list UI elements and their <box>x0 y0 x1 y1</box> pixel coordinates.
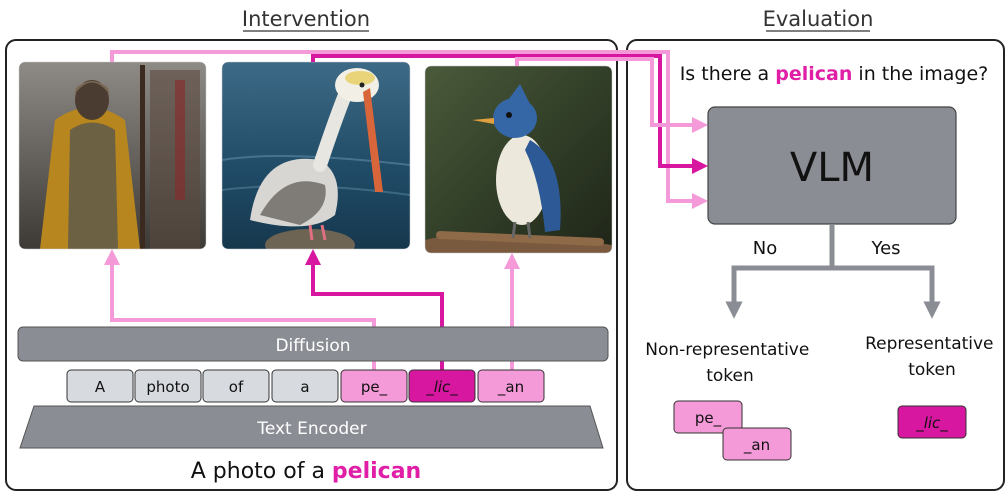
token-label: A <box>95 378 106 396</box>
arrow-image-3-to-vlm <box>515 57 708 133</box>
token-box <box>340 369 408 403</box>
text-encoder-label: Text Encoder <box>256 419 366 439</box>
branch-arrow-yes <box>832 265 941 319</box>
diffusion-block <box>17 326 609 362</box>
prompt-caption: A photo of a pelican <box>191 459 421 484</box>
representative-label: Representative token <box>865 334 999 380</box>
arrow-image-1-to-vlm <box>110 50 708 209</box>
token-label: photo <box>146 378 189 396</box>
pelican-image <box>222 62 410 249</box>
caption-keyword: pelican <box>332 459 421 484</box>
kingfisher-image <box>425 66 612 253</box>
token-box <box>477 369 545 403</box>
svg-text:_lic_: _lic_ <box>915 414 948 433</box>
result-token-lic <box>897 405 967 439</box>
token-label: of <box>229 378 244 396</box>
question-keyword: pelican <box>775 63 852 85</box>
branch-arrow-no <box>725 224 835 319</box>
svg-text:pe_: pe_ <box>695 409 722 428</box>
token-label: _lic_ <box>425 378 458 397</box>
man-in-cloak-image <box>19 62 206 249</box>
token-box <box>202 369 270 403</box>
token-box <box>134 369 202 403</box>
result-token-an <box>722 427 792 461</box>
token-box <box>271 369 339 403</box>
intervention-panel <box>5 39 618 491</box>
text-encoder-block <box>19 405 604 449</box>
token-label: pe_ <box>361 378 388 397</box>
result-token-pe <box>673 400 743 434</box>
evaluation-title: Evaluation <box>763 7 874 31</box>
vlm-label: VLM <box>790 145 874 191</box>
token-box <box>408 369 476 403</box>
svg-text:_an: _an <box>743 436 770 455</box>
branch-yes-label: Yes <box>870 238 900 259</box>
token-label: _an <box>497 378 524 397</box>
intervention-title: Intervention <box>242 7 370 31</box>
branch-no-label: No <box>753 238 777 259</box>
non-representative-label: Non-representative token <box>645 340 814 386</box>
token-label: a <box>300 378 309 396</box>
token-box <box>66 369 134 403</box>
evaluation-panel <box>626 39 1005 491</box>
arrow-image-2-to-vlm <box>311 54 708 174</box>
diffusion-label: Diffusion <box>275 336 350 356</box>
evaluation-question: Is there a pelican in the image? <box>680 63 989 85</box>
